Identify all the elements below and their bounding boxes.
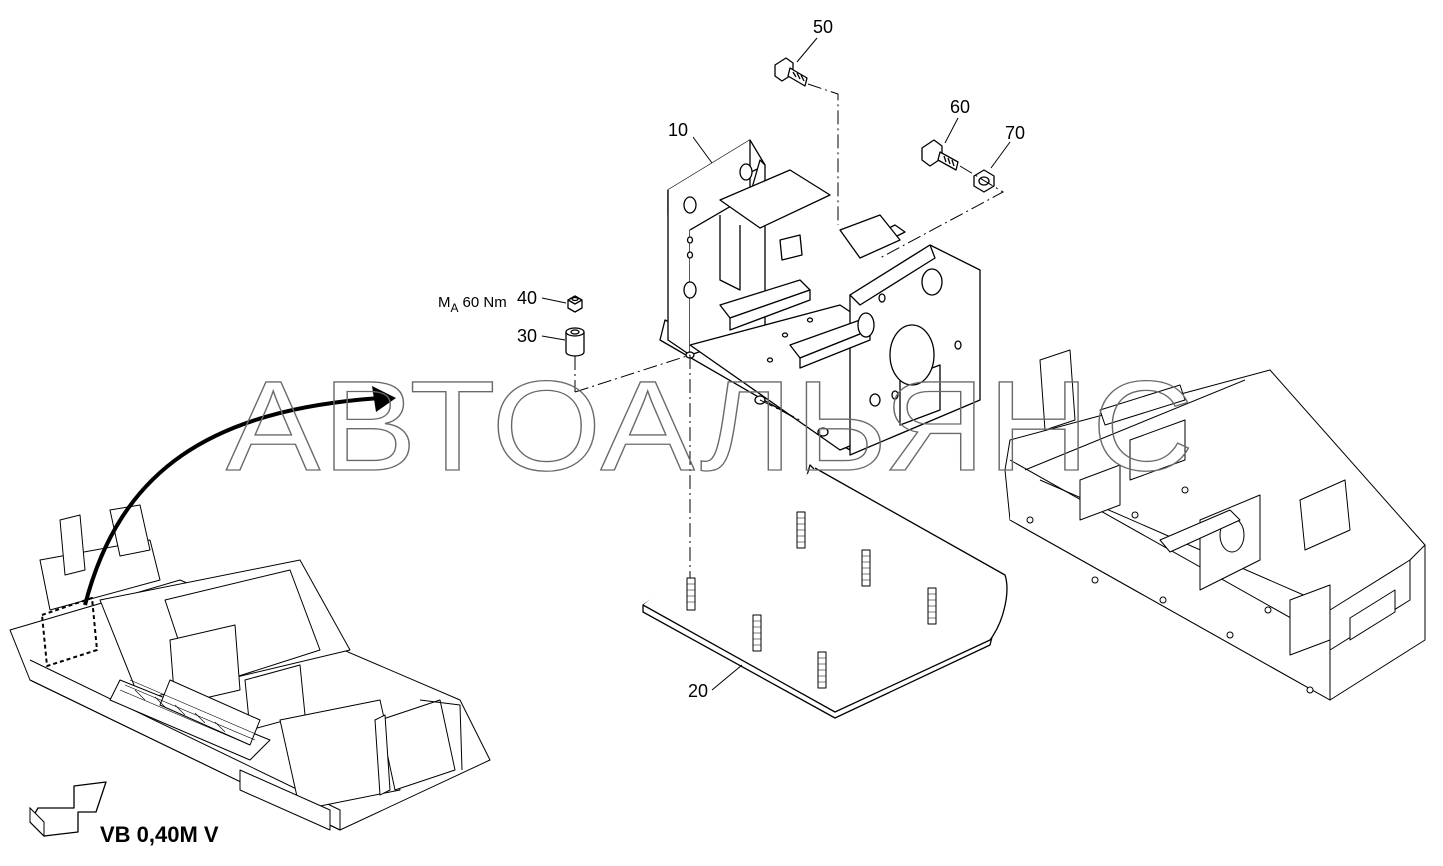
view-label: VB 0,40M V — [100, 822, 219, 847]
torque-subscript: A — [451, 301, 459, 315]
part-40-nut — [567, 295, 583, 313]
part-10-bracket-frame — [659, 139, 981, 456]
assembly-center-lines — [574, 83, 1005, 578]
part-labels: 10 50 60 70 40 30 20 — [517, 17, 1025, 701]
part-30-sleeve — [565, 327, 585, 357]
view-direction-arrow — [29, 781, 107, 837]
torque-spec: MA 60 Nm — [438, 294, 507, 315]
torque-value: 60 Nm — [463, 294, 507, 311]
part-60-bolt — [921, 139, 959, 171]
detail-pointer-arrowhead — [372, 386, 396, 412]
detail-pointer-arrow — [83, 396, 381, 606]
part-label-10: 10 — [668, 120, 688, 140]
leader-lines — [541, 37, 1011, 691]
part-50-bolt — [774, 57, 808, 87]
part-label-60: 60 — [950, 97, 970, 117]
part-label-70: 70 — [1005, 123, 1025, 143]
watermark-text: АВТОАЛЬЯНС — [226, 355, 1196, 498]
part-label-50: 50 — [813, 17, 833, 37]
part-label-30: 30 — [517, 326, 537, 346]
part-label-20: 20 — [688, 681, 708, 701]
assembled-frame-context — [1004, 349, 1426, 701]
part-label-40: 40 — [517, 288, 537, 308]
torque-prefix: M — [438, 294, 451, 311]
part-20-base-plate — [642, 464, 1008, 719]
paver-overview — [9, 504, 491, 831]
